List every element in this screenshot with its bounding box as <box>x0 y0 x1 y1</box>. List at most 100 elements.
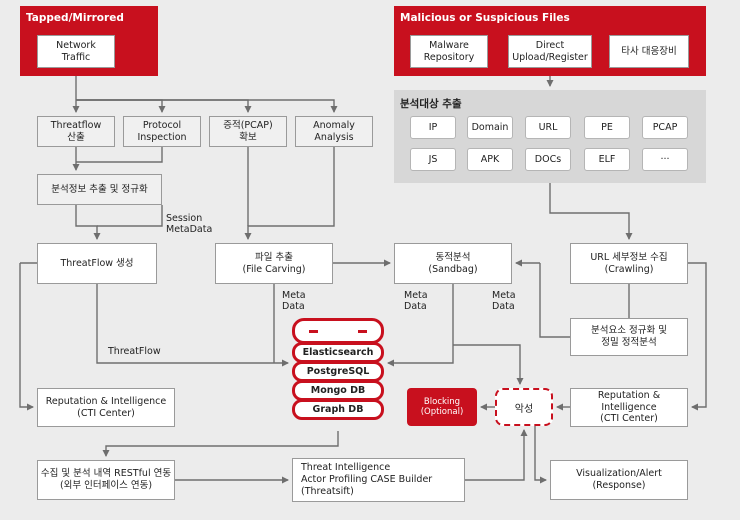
database-stack: Elasticsearch PostgreSQL Mongo DB Graph … <box>292 318 384 420</box>
rep-intel-right-line1: Reputation & Intelligence <box>597 389 661 413</box>
rep-intel-left-box[interactable]: Reputation & Intelligence (CTI Center) <box>37 388 175 427</box>
sandbag-box[interactable]: 동적분석 (Sandbag) <box>394 243 512 284</box>
threat-intel-line2: Actor Profiling CASE Builder <box>301 474 433 486</box>
database-cap <box>292 318 384 344</box>
restful-line2: (외부 인터페이스 연동) <box>59 480 153 491</box>
malicious-result-label: 악성 <box>514 403 534 415</box>
url-crawling-line2: (Crawling) <box>604 263 654 275</box>
network-traffic-line2: Traffic <box>61 51 91 63</box>
visualization-line2: (Response) <box>592 480 646 491</box>
protocol-inspection-line1: Protocol <box>142 119 182 131</box>
analysis-targets-title: 분석대상 추출 <box>400 98 462 110</box>
rep-intel-right-box[interactable]: Reputation & Intelligence (CTI Center) <box>570 388 688 427</box>
url-crawling-box[interactable]: URL 세부정보 수집 (Crawling) <box>570 243 688 284</box>
chip-ip[interactable]: IP <box>410 116 456 139</box>
threatflow-calc-line1: Threatflow <box>50 119 102 131</box>
sandbag-line2: (Sandbag) <box>428 263 478 275</box>
session-metadata-line1: Session <box>166 213 203 224</box>
direct-upload-line2: Upload/Register <box>512 51 588 63</box>
network-traffic-box[interactable]: Network Traffic <box>37 35 115 68</box>
chip-pe[interactable]: PE <box>584 116 630 139</box>
threatflow-create-box[interactable]: ThreatFlow 생성 <box>37 243 157 284</box>
session-metadata-label: Session MetaData <box>166 213 212 236</box>
connector-4 <box>76 99 338 113</box>
db-elasticsearch[interactable]: Elasticsearch <box>292 342 384 363</box>
rep-intel-right-line2: (CTI Center) <box>600 413 658 425</box>
connector-26 <box>102 431 339 457</box>
connector-18 <box>387 284 454 367</box>
connector-8 <box>97 205 163 227</box>
chip-elf[interactable]: ELF <box>584 148 630 171</box>
other-device-box[interactable]: 타사 대응장비 <box>609 35 689 68</box>
file-carving-box[interactable]: 파일 추출 (File Carving) <box>215 243 333 284</box>
malicious-result-box[interactable]: 악성 <box>495 388 553 426</box>
chip-js[interactable]: JS <box>410 148 456 171</box>
meta-data-3-line1: Meta <box>492 290 516 301</box>
threat-intel-line3: (Threatsift) <box>301 485 354 497</box>
network-traffic-line1: Network <box>56 39 96 51</box>
restful-box[interactable]: 수집 및 분석 내역 RESTful 연동 (외부 인터페이스 연동) <box>37 460 175 500</box>
extract-normalize-label: 분석정보 추출 및 정규화 <box>51 183 148 195</box>
connector-2 <box>76 99 166 113</box>
evidence-pcap-line2: 확보 <box>239 131 257 143</box>
malware-repository-box[interactable]: Malware Repository <box>410 35 488 68</box>
meta-data-3-line2: Data <box>492 301 515 313</box>
visualization-box[interactable]: Visualization/Alert (Response) <box>550 460 688 500</box>
chip-apk[interactable]: APK <box>467 148 513 171</box>
malware-repository-line1: Malware <box>429 39 469 51</box>
chip-pcap[interactable]: PCAP <box>642 116 688 139</box>
threat-intel-box[interactable]: Threat Intelligence Actor Profiling CASE… <box>292 458 465 502</box>
evidence-pcap-line1: 증적(PCAP) <box>223 119 273 131</box>
anomaly-analysis-box[interactable]: Anomaly Analysis <box>295 116 373 147</box>
blocking-optional-box[interactable]: Blocking (Optional) <box>407 388 477 426</box>
connector-15 <box>539 263 570 338</box>
connector-19 <box>453 344 524 385</box>
database-cap-mark-left <box>309 330 318 333</box>
session-metadata-line2: MetaData <box>166 224 213 236</box>
chip-docs[interactable]: DOCs <box>525 148 571 171</box>
meta-data-2-line1: Meta <box>404 290 428 301</box>
anomaly-analysis-line2: Analysis <box>314 131 354 143</box>
extract-normalize-box[interactable]: 분석정보 추출 및 정규화 <box>37 174 162 205</box>
static-analysis-line2: 정밀 정적분석 <box>601 337 657 348</box>
malware-repository-line2: Repository <box>423 51 475 63</box>
connector-21 <box>688 262 707 411</box>
protocol-inspection-line2: Inspection <box>137 131 187 143</box>
anomaly-analysis-line1: Anomaly <box>313 119 355 131</box>
meta-data-1-line2: Data <box>282 301 305 313</box>
direct-upload-box[interactable]: Direct Upload/Register <box>508 35 592 68</box>
connector-12 <box>549 183 633 240</box>
meta-data-label-2: Meta Data <box>404 290 428 313</box>
blocking-line2: (Optional) <box>420 407 464 417</box>
static-analysis-line1: 분석요소 정규화 및 <box>591 325 667 337</box>
restful-line1: 수집 및 분석 내역 RESTful 연동 <box>40 468 172 480</box>
evidence-pcap-box[interactable]: 증적(PCAP) 확보 <box>209 116 287 147</box>
meta-data-label-1: Meta Data <box>282 290 306 313</box>
file-carving-line2: (File Carving) <box>242 263 306 275</box>
meta-data-2-line2: Data <box>404 301 427 313</box>
threat-intel-line1: Threat Intelligence <box>301 462 391 474</box>
connector-7 <box>75 205 101 240</box>
db-graphdb[interactable]: Graph DB <box>292 399 384 420</box>
chip-more[interactable]: ··· <box>642 148 688 171</box>
connector-23 <box>19 263 34 411</box>
direct-upload-line1: Direct <box>535 39 565 51</box>
db-mongodb[interactable]: Mongo DB <box>292 380 384 401</box>
threatflow-label: ThreatFlow <box>108 346 161 357</box>
chip-domain[interactable]: Domain <box>467 116 513 139</box>
connector-29 <box>534 426 547 484</box>
db-postgresql[interactable]: PostgreSQL <box>292 361 384 382</box>
threatflow-create-label: ThreatFlow 생성 <box>60 257 134 269</box>
connector-9 <box>244 147 335 240</box>
meta-data-1-line1: Meta <box>282 290 306 301</box>
rep-intel-left-line2: (CTI Center) <box>77 407 135 419</box>
protocol-inspection-box[interactable]: Protocol Inspection <box>123 116 201 147</box>
connector-16 <box>96 284 289 367</box>
chip-url[interactable]: URL <box>525 116 571 139</box>
threatflow-calc-line2: 산출 <box>67 131 85 143</box>
connector-6 <box>76 147 163 163</box>
threatflow-calc-box[interactable]: Threatflow 산출 <box>37 116 115 147</box>
static-analysis-box[interactable]: 분석요소 정규화 및 정밀 정적분석 <box>570 318 688 356</box>
sandbag-line1: 동적분석 <box>435 251 471 263</box>
